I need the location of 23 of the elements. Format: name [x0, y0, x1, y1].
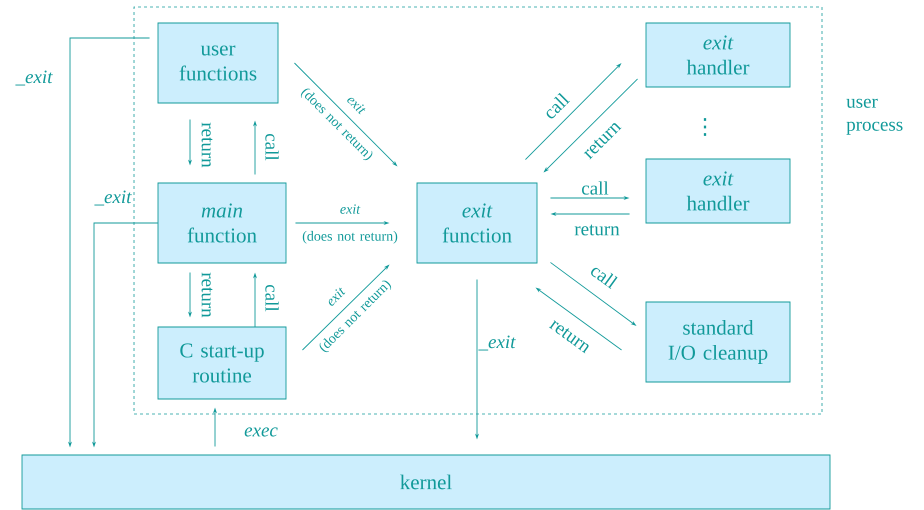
- edge-label: call: [588, 261, 620, 291]
- process-box: standard I/O cleanup: [646, 302, 790, 382]
- edge-label: _exit: [14, 69, 54, 86]
- edge-label: call: [540, 90, 572, 122]
- process-box: exit function: [416, 182, 538, 264]
- edge-label: return: [573, 224, 621, 236]
- edge-label: _exit: [478, 334, 516, 352]
- process-box: user functions: [158, 22, 278, 104]
- ellipsis: ⋮: [704, 118, 706, 136]
- edge-label: exec: [243, 426, 279, 438]
- process-box: exit handler: [646, 22, 790, 88]
- edge-label: _exit: [94, 189, 132, 206]
- group-label: user process: [846, 98, 902, 135]
- edge-label: return: [200, 271, 214, 319]
- process-box: main function: [158, 182, 286, 264]
- kernel-box: kernel: [22, 454, 830, 510]
- process-box: C start-up routine: [158, 326, 286, 400]
- edge-label: call: [264, 283, 280, 313]
- edge-label: exit (does not return): [302, 204, 398, 244]
- edge-label: call: [580, 180, 610, 196]
- edge-label: return: [200, 121, 214, 169]
- edge-label: call: [264, 132, 280, 162]
- process-box: exit handler: [646, 158, 790, 224]
